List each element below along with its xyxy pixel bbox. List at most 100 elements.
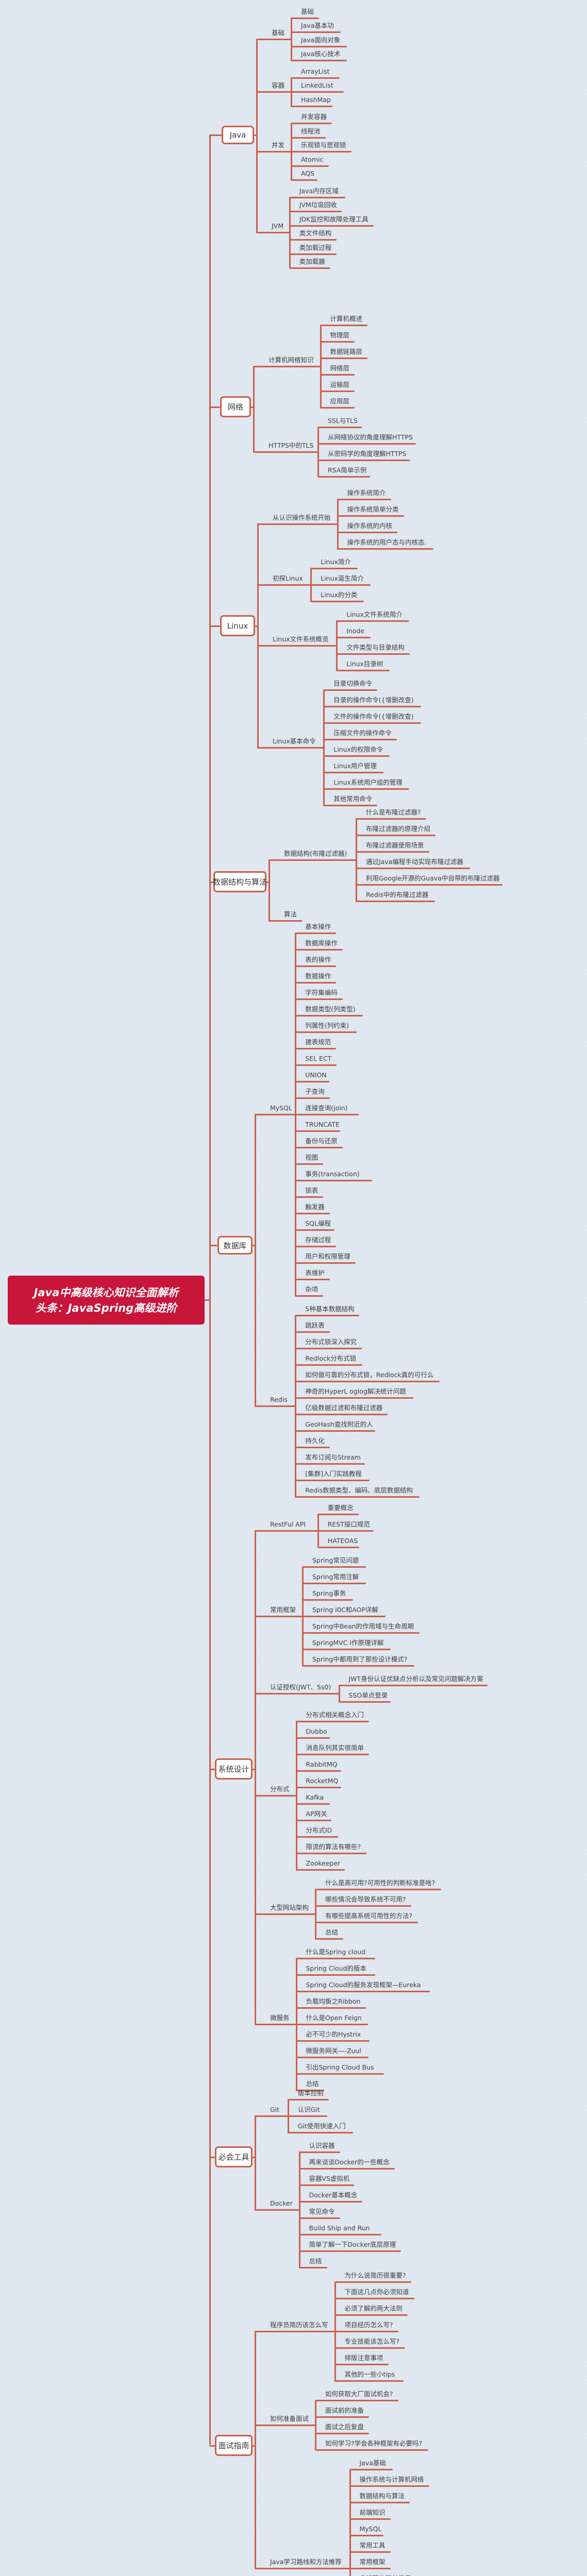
leaf-topic[interactable]: SpringMVC I作原理详解 [312,1639,384,1647]
leaf-topic[interactable]: 从网络协议的角度理解HTTPS [328,433,413,441]
leaf-topic[interactable]: 数据类型(列类型) [305,1005,356,1013]
subtopic-数据结构(布隆过滤器)[interactable]: 数据结构(布隆过滤器) [284,850,347,857]
leaf-topic[interactable]: Spring常见问题 [312,1556,359,1564]
leaf-topic[interactable]: 为什么说简历很重要? [344,2272,406,2279]
leaf-topic[interactable]: Spring中Bean的作用域与生命周期 [312,1622,414,1630]
leaf-topic[interactable]: 基本操作 [305,923,331,930]
root-topic[interactable]: Java中高级核心知识全面解析 头条：JavaSpring高级进阶 [8,1276,205,1325]
subtopic-初探Linux[interactable]: 初探Linux [273,574,303,582]
leaf-topic[interactable]: 面试前的准备 [325,2406,364,2414]
leaf-topic[interactable]: Docker基本概念 [309,2191,358,2199]
leaf-topic[interactable]: 其他常用命令 [333,795,373,803]
leaf-topic[interactable]: 5种基本数据结构 [305,1305,355,1313]
subtopic-Linux文件系统概览[interactable]: Linux文件系统概览 [273,635,329,643]
leaf-topic[interactable]: 连接查询(join) [305,1104,348,1112]
leaf-topic[interactable]: 数据操作 [305,972,331,980]
leaf-topic[interactable]: 杂项 [305,1285,318,1293]
leaf-topic[interactable]: 表的操作 [305,956,331,963]
leaf-topic[interactable]: 网络层 [330,364,350,372]
topic-Java[interactable]: Java [222,126,254,144]
leaf-topic[interactable]: 数据链路层 [330,348,363,355]
leaf-topic[interactable]: ArrayList [301,67,330,75]
leaf-topic[interactable]: 线程池 [301,127,321,135]
leaf-topic[interactable]: 压缩文件的操作命令 [333,729,392,737]
subtopic-程序员简历该怎么写[interactable]: 程序员简历该怎么写 [270,2321,328,2329]
subtopic-Git[interactable]: Git [270,2106,280,2113]
leaf-topic[interactable]: 事务(transaction) [305,1170,360,1178]
leaf-topic[interactable]: 下面这几点你必须知道 [344,2288,409,2296]
leaf-topic[interactable]: 项目经历怎么写? [344,2321,393,2329]
leaf-topic[interactable]: 什么是Spring cloud [306,1948,366,1956]
leaf-topic[interactable]: 限流的算法有哪些? [306,1843,361,1851]
leaf-topic[interactable]: MySQL [359,2525,382,2533]
leaf-topic[interactable]: Spring I0C和AOP详解 [312,1606,378,1614]
leaf-topic[interactable]: 排版注意事项 [344,2354,383,2362]
topic-数据库[interactable]: 数据库 [217,1236,253,1255]
topic-系统设计[interactable]: 系统设计 [215,1758,253,1780]
leaf-topic[interactable]: 基础 [301,7,314,15]
subtopic-基础[interactable]: 基础 [272,29,285,37]
leaf-topic[interactable]: RocketMQ [306,1777,339,1785]
leaf-topic[interactable]: 建表规范 [305,1038,331,1046]
leaf-topic[interactable]: 其他的一些小tips [344,2370,395,2378]
leaf-topic[interactable]: Redis数据类型、编码、底层数据结构 [305,1486,413,1494]
leaf-topic[interactable]: GeoHash查找附近的人 [305,1420,373,1428]
leaf-topic[interactable]: 乐观锁与悲观锁 [301,141,346,149]
leaf-topic[interactable]: TRUNCATE [305,1121,340,1128]
leaf-topic[interactable]: 消息队列其实很简单 [306,1744,364,1752]
leaf-topic[interactable]: 通过Java编程手动实现布隆过滤器 [366,858,463,866]
leaf-topic[interactable]: 负载均衡之Ribbon [306,1997,361,2005]
leaf-topic[interactable]: 从密码学的角度理解HTTPS [328,450,407,457]
leaf-topic[interactable]: 并发容器 [301,113,327,121]
subtopic-大型网站架构[interactable]: 大型网站架构 [270,1904,309,1911]
leaf-topic[interactable]: 重要概念 [327,1504,354,1512]
topic-必会工具[interactable]: 必会工具 [215,2146,253,2167]
leaf-topic[interactable]: Linux文件系统简介 [346,611,402,618]
leaf-topic[interactable]: 简单了解一下Docker底层原理 [309,2241,396,2248]
leaf-topic[interactable]: Kafka [306,1793,324,1801]
leaf-topic[interactable]: AP网关 [306,1810,327,1818]
leaf-topic[interactable]: 分布式相关概念入门 [306,1711,364,1719]
leaf-topic[interactable]: 跳跃表 [305,1321,325,1329]
leaf-topic[interactable]: Zookeeper [306,1859,341,1867]
leaf-topic[interactable]: 多线程的简单使用 [360,2574,411,2576]
leaf-topic[interactable]: 分布式ID [306,1826,332,1834]
leaf-topic[interactable]: 子查询 [305,1088,325,1095]
leaf-topic[interactable]: 布隆过滤器的原理介绍 [366,825,431,833]
leaf-topic[interactable]: 视图 [305,1154,318,1161]
leaf-topic[interactable]: HashMap [301,95,331,104]
leaf-topic[interactable]: 操作系统的用户态与内核态. [347,538,427,546]
leaf-topic[interactable]: Spring事务 [312,1589,346,1597]
leaf-topic[interactable]: 微服务网关—-Zuul [306,2047,361,2055]
topic-面试指南[interactable]: 面试指南 [215,2435,253,2456]
leaf-topic[interactable]: 发布订阅与Stream [305,1453,361,1461]
topic-网络[interactable]: 网络 [220,396,251,417]
leaf-topic[interactable]: JDK监控和故障处理工具 [299,215,368,223]
subtopic-Redis[interactable]: Redis [270,1396,288,1403]
leaf-topic[interactable]: Linux的分类 [321,591,358,599]
leaf-topic[interactable]: HATEOAS [327,1537,358,1545]
leaf-topic[interactable]: Linux诞生简介 [321,574,364,582]
leaf-topic[interactable]: Linux系统用户组的管理 [333,778,402,786]
leaf-topic[interactable]: Inode [346,627,365,635]
subtopic-JVM[interactable]: JVM [272,222,284,230]
leaf-topic[interactable]: Java核心技术 [301,50,341,58]
leaf-topic[interactable]: 运输层 [330,381,350,388]
leaf-topic[interactable]: SEL ECT [305,1055,332,1062]
leaf-topic[interactable]: Linux目录树 [346,660,383,668]
leaf-topic[interactable]: 总结 [306,2080,319,2088]
subtopic-HTTPS中的TLS[interactable]: HTTPS中的TLS [269,442,314,449]
subtopic-如何准备面试[interactable]: 如何准备面试 [270,2415,309,2422]
leaf-topic[interactable]: 必须了解的两大法则 [344,2304,403,2312]
leaf-topic[interactable]: Java内存区域 [299,187,339,195]
leaf-topic[interactable]: 字符集编码 [305,989,338,996]
leaf-topic[interactable]: 文件类型与目录结构 [346,643,405,651]
leaf-topic[interactable]: Spring常用注解 [312,1573,359,1581]
subtopic-Java学习路线和方法推荐[interactable]: Java学习路线和方法推荐 [270,2558,342,2566]
leaf-topic[interactable]: 亿级数据过滤和布隆过滤器 [305,1404,383,1412]
leaf-topic[interactable]: 物理层 [330,331,350,339]
leaf-topic[interactable]: 有哪些提高系统可用性的方法? [325,1912,413,1920]
subtopic-算法[interactable]: 算法 [284,910,297,918]
leaf-topic[interactable]: 目录切换命令 [333,680,373,687]
leaf-topic[interactable]: 操作系统简单分类 [347,505,399,513]
